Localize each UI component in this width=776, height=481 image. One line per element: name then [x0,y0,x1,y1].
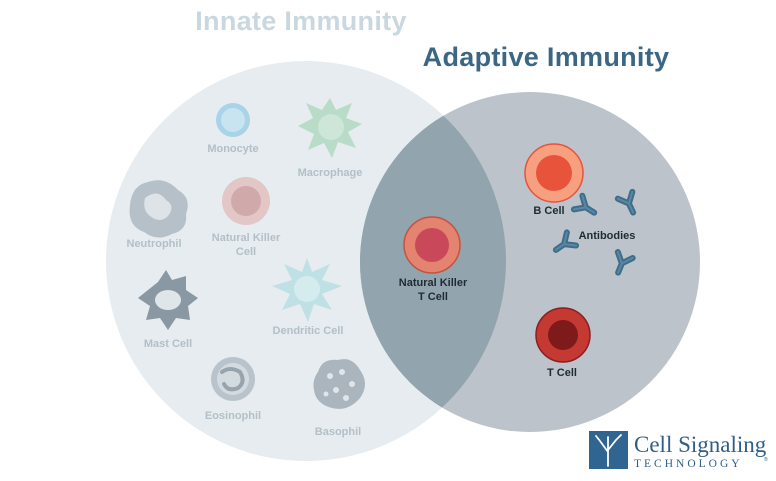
natural-killer-t-cell-icon [403,216,461,274]
mast-cell-label: Mast Cell [144,338,192,350]
cell-signaling-technology-logo: Cell Signaling TECHNOLOGY ® [589,431,768,470]
natural-killer-cell-icon [222,177,270,225]
basophil-label: Basophil [315,426,361,438]
eosinophil-label: Eosinophil [205,410,261,422]
antibodies-label: Antibodies [579,230,636,242]
dendritic-cell-label: Dendritic Cell [273,325,344,337]
neutrophil-label: Neutrophil [127,238,182,250]
b-cell-label: B Cell [533,205,564,217]
monocyte-icon [216,103,250,137]
natural-killer-t-cell-label-line2: T Cell [418,291,448,303]
basophil-icon [313,359,365,409]
macrophage-icon [298,98,362,158]
overlap-region [360,92,506,432]
logo-subtitle: TECHNOLOGY [634,458,743,470]
eosinophil-icon [211,357,255,401]
logo-name: Cell Signaling [634,432,767,457]
innate-immunity-title: Innate Immunity [195,6,407,36]
neutrophil-icon [129,180,188,238]
macrophage-label: Macrophage [298,167,363,179]
monocyte-label: Monocyte [207,143,258,155]
t-cell-label: T Cell [547,367,577,379]
logo-registered-mark: ® [764,456,768,463]
t-cell-icon [535,307,591,363]
natural-killer-t-cell-label-line1: Natural Killer [399,277,468,289]
b-cell-icon [524,143,584,203]
natural-killer-cell-label-line2: Cell [236,246,256,258]
natural-killer-cell-label-line1: Natural Killer [212,232,281,244]
adaptive-immunity-title: Adaptive Immunity [423,42,670,72]
dendritic-cell-icon [272,258,342,322]
mast-cell-icon [138,270,198,330]
